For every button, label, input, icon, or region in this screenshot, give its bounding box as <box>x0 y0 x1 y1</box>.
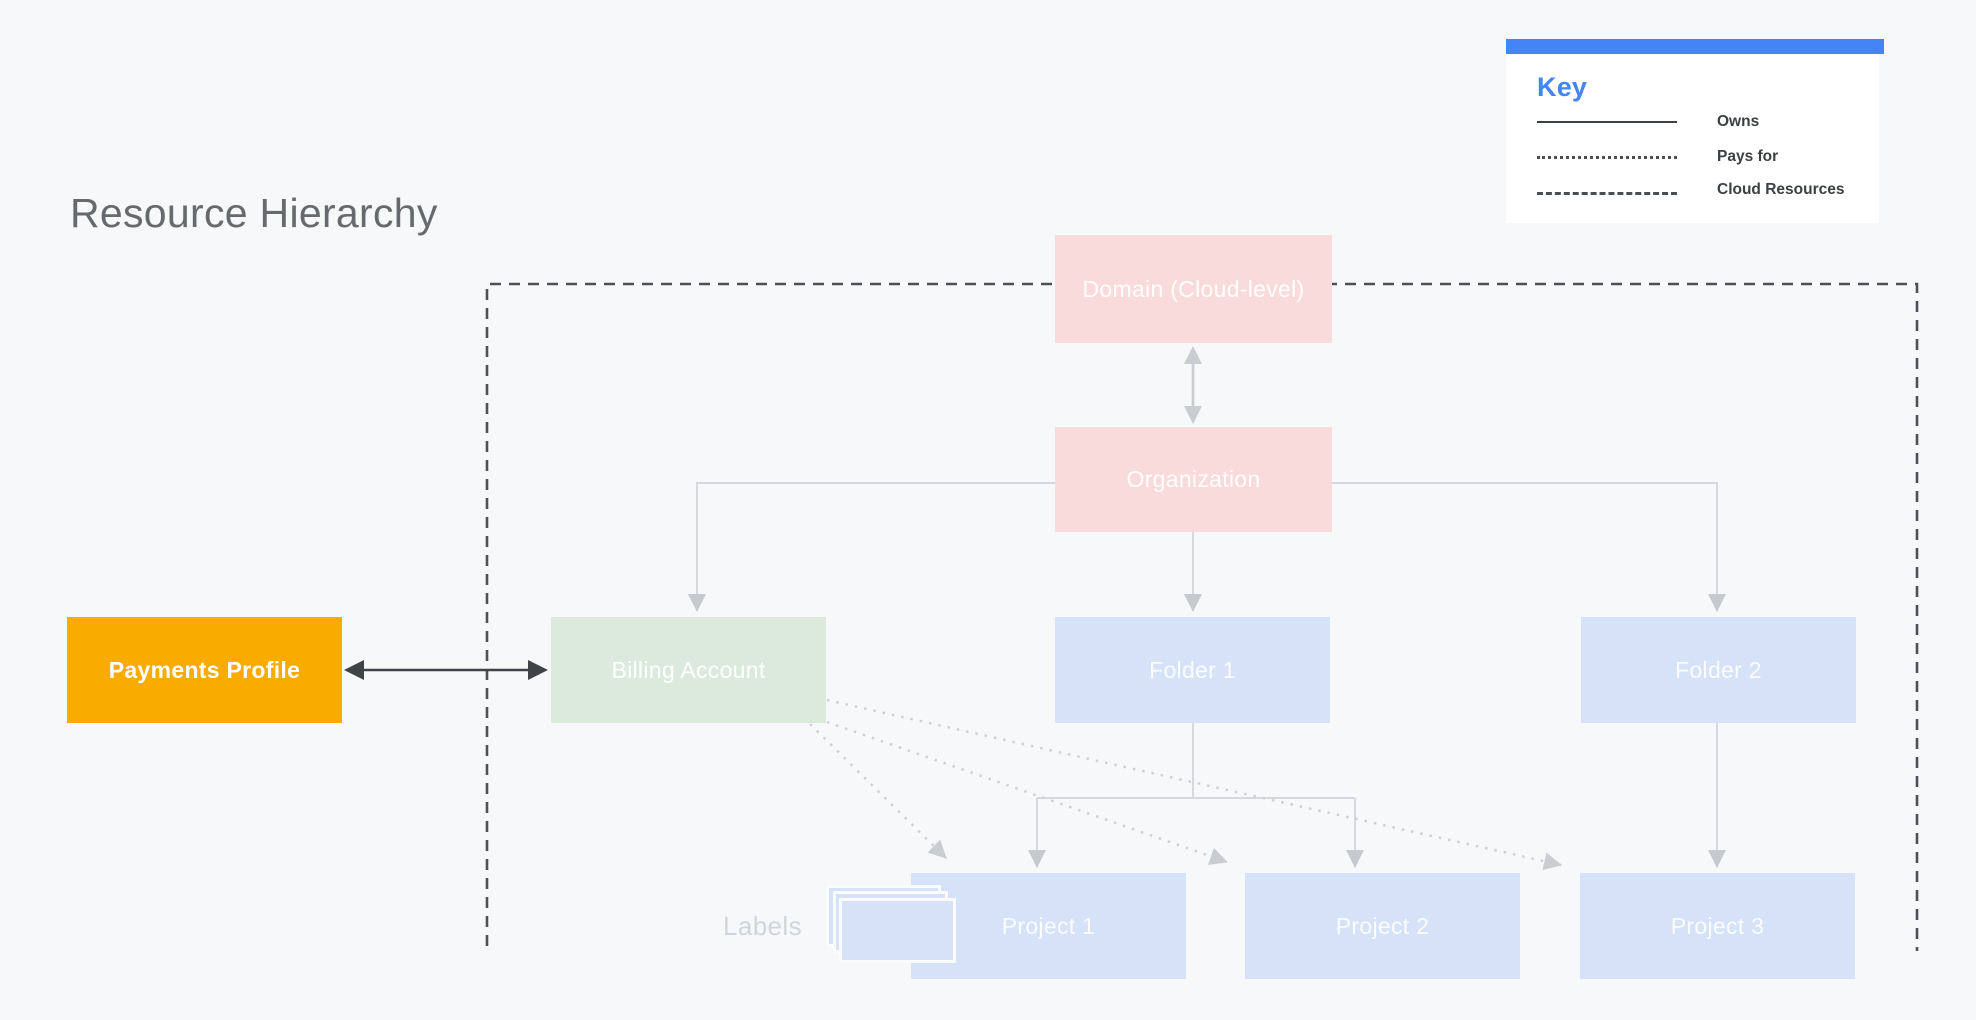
arrowhead-organization-down <box>1184 406 1202 424</box>
arrowhead-payments <box>344 660 364 680</box>
edge-billing-project1 <box>809 723 947 859</box>
legend-label-cloud-resources: Cloud Resources <box>1717 181 1845 198</box>
node-payments-profile-label: Payments Profile <box>108 656 301 683</box>
labels-card-icon <box>839 898 956 963</box>
node-folder-1: Folder 1 <box>1055 617 1330 723</box>
node-folder-2-label: Folder 2 <box>1675 656 1762 683</box>
legend-dotted-line-sample <box>1537 156 1677 159</box>
edge-folder1-drop <box>1037 723 1355 799</box>
node-project-1-label: Project 1 <box>1001 912 1096 939</box>
node-folder-1-label: Folder 1 <box>1149 656 1236 683</box>
arrowhead-domain-up <box>1184 346 1202 364</box>
edge-billing-project3 <box>826 698 1562 871</box>
node-organization: Organization <box>1055 427 1332 532</box>
node-project-3: Project 3 <box>1580 873 1855 979</box>
legend-dashed-line-sample <box>1537 192 1677 195</box>
node-folder-2: Folder 2 <box>1581 617 1856 723</box>
legend-accent-bar <box>1506 39 1884 54</box>
node-project-1: Project 1 <box>911 873 1186 979</box>
node-billing-account-label: Billing Account <box>611 656 766 683</box>
node-payments-profile: Payments Profile <box>67 617 342 723</box>
node-billing-account: Billing Account <box>551 617 826 723</box>
page-title: Resource Hierarchy <box>70 190 438 236</box>
node-domain: Domain (Cloud-level) <box>1055 235 1332 343</box>
legend-title: Key <box>1537 72 1588 102</box>
labels-caption: Labels <box>722 911 802 941</box>
arrowhead-billing <box>528 660 548 680</box>
node-project-3-label: Project 3 <box>1670 912 1765 939</box>
edge-billing-project2 <box>826 720 1228 865</box>
node-domain-label: Domain (Cloud-level) <box>1082 275 1305 302</box>
node-project-2: Project 2 <box>1245 873 1520 979</box>
legend-label-pays-for: Pays for <box>1717 148 1779 165</box>
legend: Key Owns Pays for Cloud Resources <box>1506 54 1879 223</box>
legend-label-owns: Owns <box>1717 113 1760 130</box>
edge-organization-folder2 <box>1332 482 1726 612</box>
legend-solid-line-sample <box>1537 121 1677 123</box>
edge-organization-billing <box>688 482 1055 612</box>
node-organization-label: Organization <box>1126 466 1261 492</box>
node-project-2-label: Project 2 <box>1335 912 1430 939</box>
